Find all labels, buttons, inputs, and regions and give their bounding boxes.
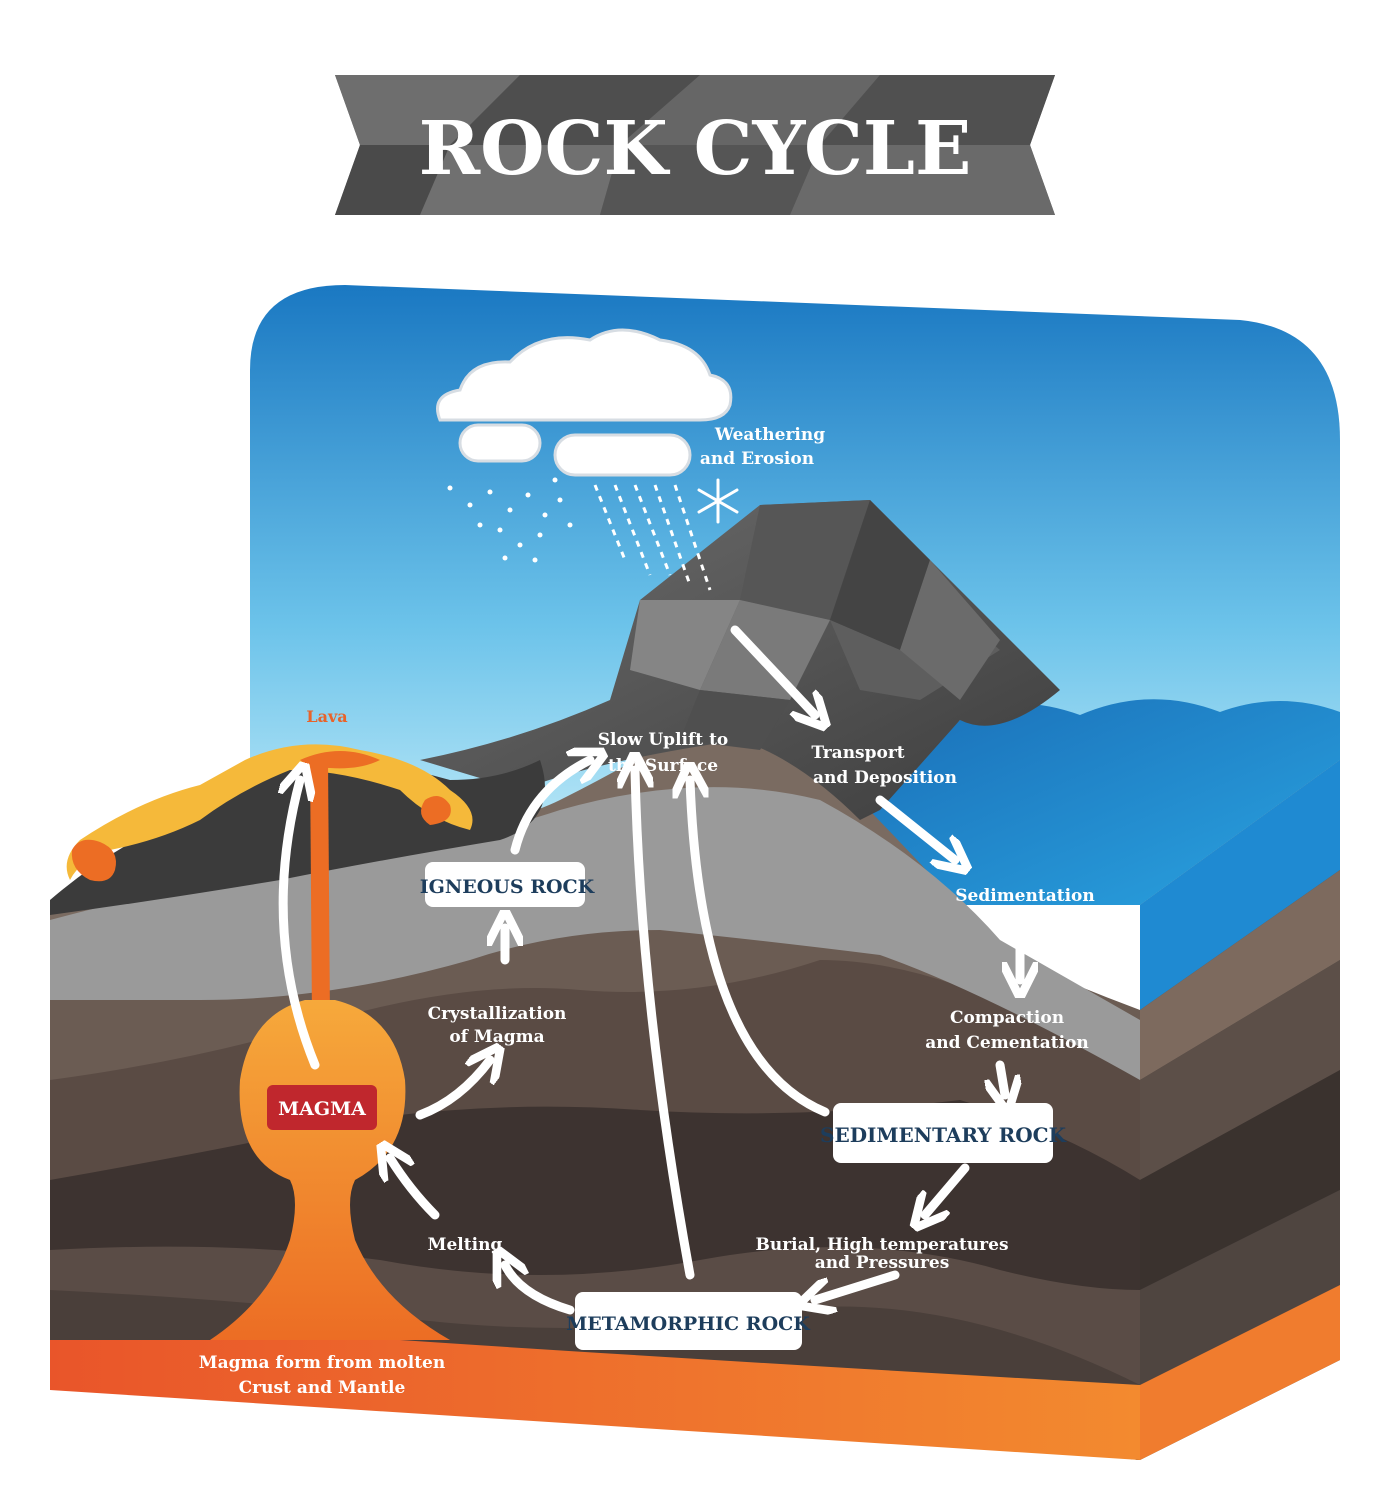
arrow-icon <box>730 625 815 715</box>
upper-rock-band <box>50 787 1140 1080</box>
igneous-rock-label: IGNEOUS ROCK <box>420 876 596 898</box>
weathering-label-2: and Erosion <box>700 449 814 469</box>
uplift-label: Slow Uplift to <box>598 730 729 750</box>
molten-crust <box>50 1340 1140 1460</box>
arrow-icon <box>875 795 955 860</box>
sedimentary-rock-box: SEDIMENTARY ROCK <box>820 1103 1067 1163</box>
lava-label: Lava <box>306 707 347 726</box>
weathering-label: Weathering <box>714 425 825 445</box>
crystallization-label: Crystallization <box>428 1004 567 1024</box>
sedimentation-label: Sedimentation <box>955 886 1094 906</box>
arrow-icon <box>390 1158 440 1220</box>
burial-label: Burial, High temperatures <box>755 1235 1008 1255</box>
process-labels: Lava Weathering and Erosion Transport an… <box>199 425 1095 1398</box>
title-banner: ROCK CYCLE <box>335 75 1055 215</box>
uplift-label-2: the Surface <box>608 756 718 776</box>
compaction-label-2: and Cementation <box>925 1033 1089 1053</box>
melting-label: Melting <box>428 1235 503 1255</box>
arrow-icon <box>815 1270 900 1300</box>
compaction-label: Compaction <box>950 1008 1064 1028</box>
magma-conduit <box>210 760 450 1340</box>
rain-icon <box>447 477 712 591</box>
page-title: ROCK CYCLE <box>419 106 972 192</box>
metamorphic-rock-label: METAMORPHIC ROCK <box>566 1313 811 1335</box>
volcano <box>50 744 545 915</box>
arrow-icon <box>415 1060 490 1120</box>
snowflake-icon <box>697 478 739 524</box>
sea <box>860 699 1340 905</box>
metamorphic-rock-box: METAMORPHIC ROCK <box>566 1292 811 1350</box>
arrow-icon <box>635 770 695 1280</box>
transport-label-2: and Deposition <box>813 768 957 788</box>
magma-label: MAGMA <box>278 1098 366 1120</box>
arrow-icon <box>510 760 590 855</box>
arrow-icon <box>505 1265 575 1315</box>
burial-label-2: and Pressures <box>815 1253 950 1273</box>
arrow-icon <box>283 780 320 1070</box>
igneous-rock-box: IGNEOUS ROCK <box>420 862 596 907</box>
magma-box: MAGMA <box>267 1085 377 1130</box>
arrow-icon <box>925 1163 970 1215</box>
cycle-arrows <box>283 625 1020 1315</box>
transport-label: Transport <box>811 743 904 763</box>
sedimentary-rock-label: SEDIMENTARY ROCK <box>820 1123 1067 1147</box>
arrow-icon <box>1000 1060 1005 1095</box>
mountain <box>420 500 1060 820</box>
crystallization-label-2: of Magma <box>449 1027 544 1047</box>
magma-form-label: Magma form from molten <box>199 1353 445 1373</box>
cloud-icon <box>436 328 733 477</box>
magma-form-label-2: Crust and Mantle <box>239 1378 406 1398</box>
arrow-icon <box>690 780 830 1117</box>
